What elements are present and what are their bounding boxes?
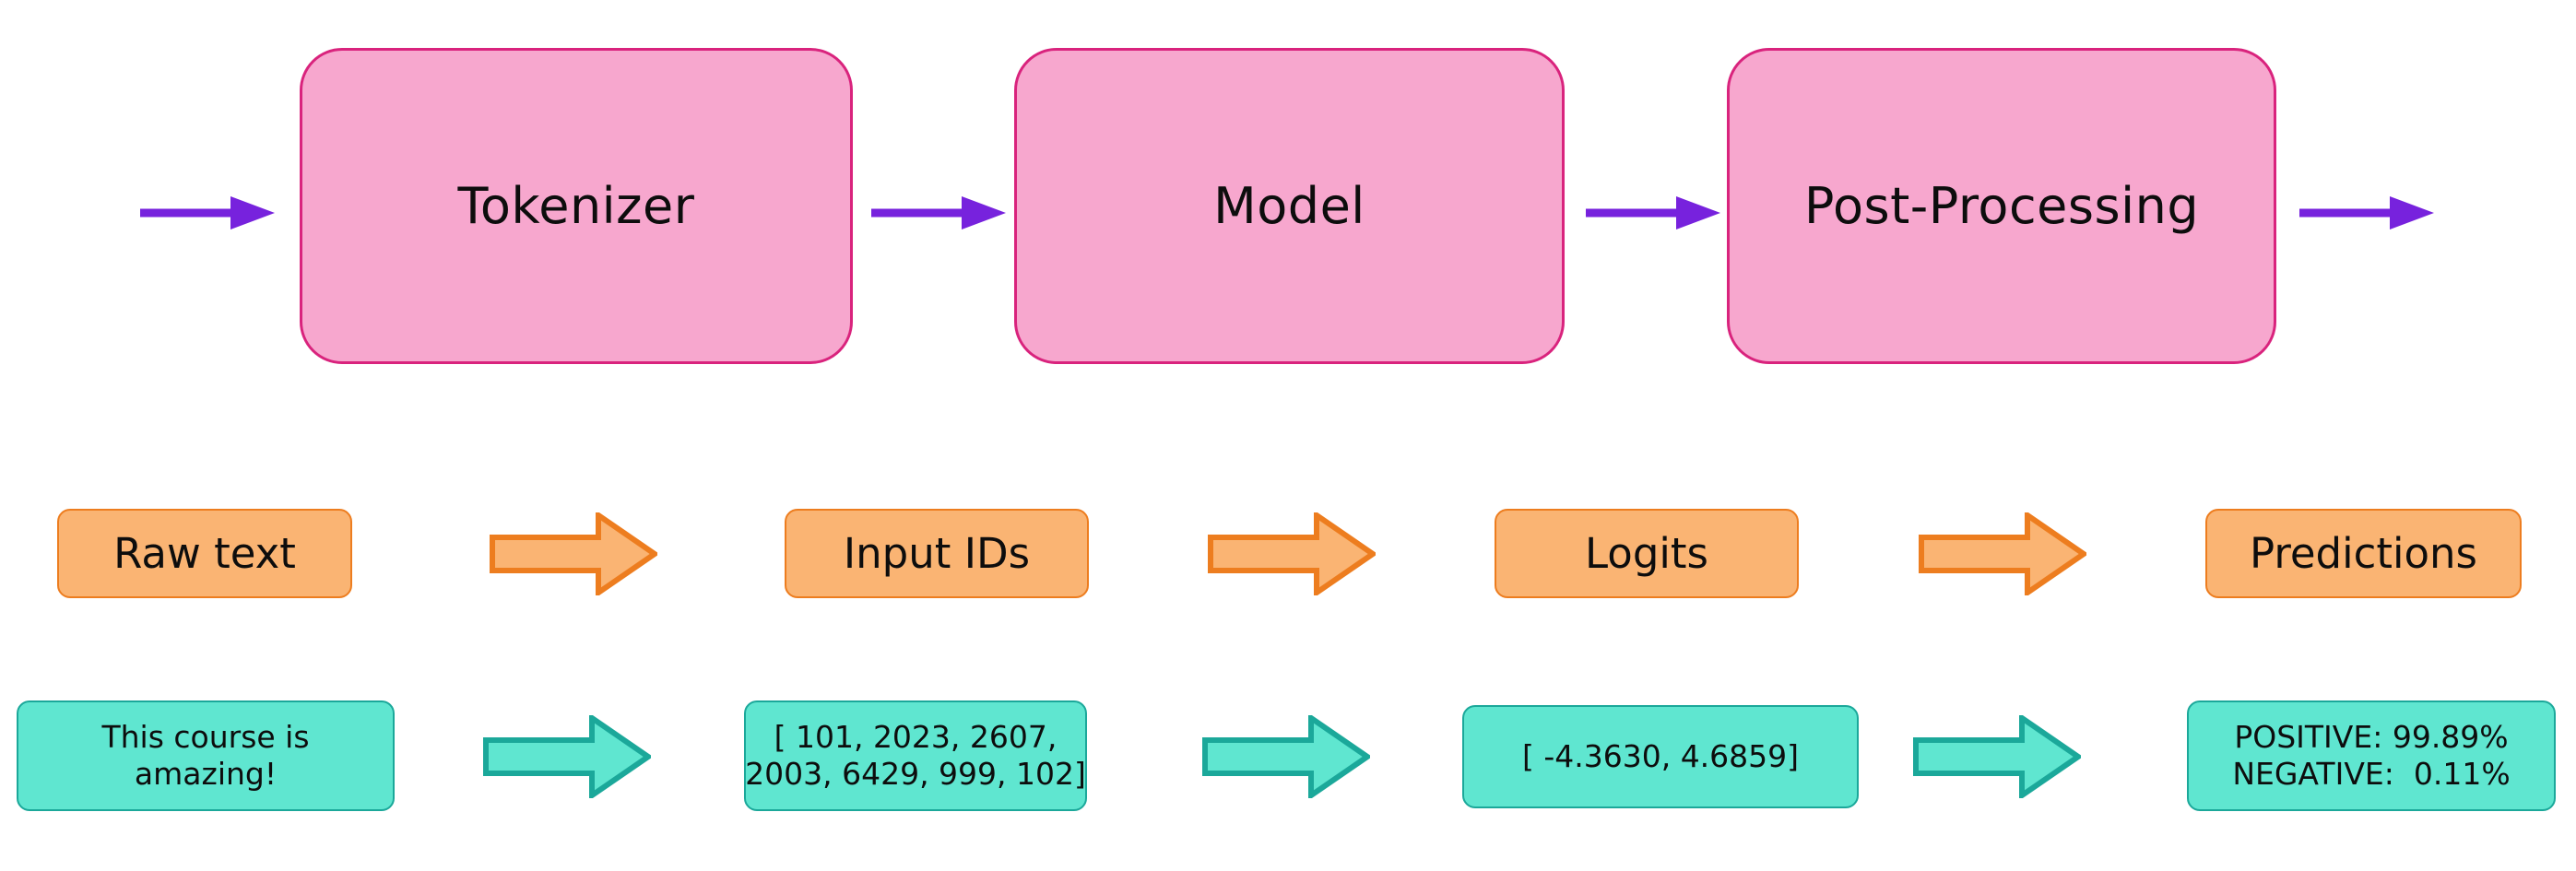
arrow-right-icon-3 <box>1586 196 1720 230</box>
value-line: POSITIVE: 99.89% <box>2234 718 2509 755</box>
stage-chip-logits[interactable]: Logits <box>1495 509 1799 598</box>
value-line: NEGATIVE: 0.11% <box>2232 756 2511 792</box>
value-line: [ 101, 2023, 2607, <box>774 718 1058 755</box>
stage-chip-label: Predictions <box>2250 529 2477 578</box>
process-label: Model <box>1213 177 1365 235</box>
value-chip-raw-text[interactable]: This course is amazing! <box>17 700 395 811</box>
process-label: Post-Processing <box>1803 177 2200 235</box>
block-arrow-right-icon-orange-2 <box>1208 512 1376 595</box>
block-arrow-right-icon-orange-1 <box>490 512 657 595</box>
value-line: [ -4.3630, 4.6859] <box>1521 737 1800 774</box>
stage-chip-label: Raw text <box>113 529 296 578</box>
block-arrow-right-icon-teal-1 <box>483 715 651 798</box>
stage-chip-label: Logits <box>1585 529 1708 578</box>
value-chip-input-ids[interactable]: [ 101, 2023, 2607, 2003, 6429, 999, 102] <box>744 700 1087 811</box>
stage-chip-raw-text[interactable]: Raw text <box>57 509 352 598</box>
process-label: Tokenizer <box>457 177 695 235</box>
process-box-tokenizer[interactable]: Tokenizer <box>300 48 853 364</box>
block-arrow-right-icon-teal-3 <box>1913 715 2081 798</box>
value-line: amazing! <box>134 756 278 792</box>
value-line: This course is <box>101 718 310 755</box>
process-box-post-processing[interactable]: Post-Processing <box>1727 48 2276 364</box>
stage-chip-input-ids[interactable]: Input IDs <box>785 509 1089 598</box>
process-box-model[interactable]: Model <box>1014 48 1565 364</box>
arrow-right-icon-4 <box>2299 196 2434 230</box>
stage-chip-label: Input IDs <box>843 529 1031 578</box>
stage-chip-predictions[interactable]: Predictions <box>2205 509 2522 598</box>
arrow-right-icon-2 <box>871 196 1006 230</box>
block-arrow-right-icon-teal-2 <box>1202 715 1370 798</box>
value-chip-predictions[interactable]: POSITIVE: 99.89% NEGATIVE: 0.11% <box>2187 700 2556 811</box>
arrow-right-icon-1 <box>140 196 275 230</box>
block-arrow-right-icon-orange-3 <box>1919 512 2086 595</box>
value-chip-logits[interactable]: [ -4.3630, 4.6859] <box>1462 705 1859 808</box>
value-line: 2003, 6429, 999, 102] <box>745 756 1086 792</box>
